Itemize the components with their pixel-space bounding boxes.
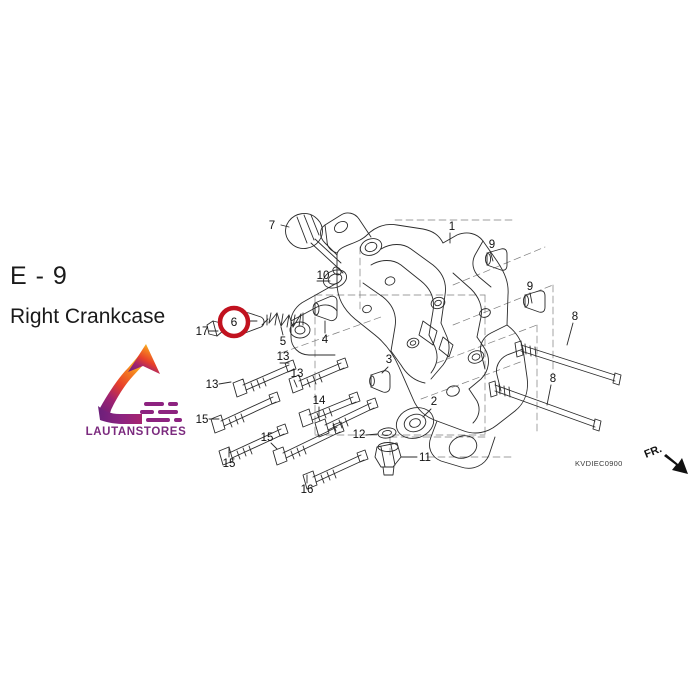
- callout-9b: 9: [527, 281, 533, 293]
- callout-17: 17: [196, 326, 209, 338]
- callout-9a: 9: [489, 239, 495, 251]
- callout-10: 10: [317, 270, 330, 282]
- fr-label: FR.: [644, 443, 664, 461]
- callout-8b: 8: [550, 373, 556, 385]
- callout-15c: 15: [261, 432, 274, 444]
- front-direction-marker: FR.: [643, 440, 692, 480]
- part-11-drain-bolt: [374, 442, 402, 476]
- part-14-bolt: [314, 397, 379, 438]
- upward-arrow-logo-icon: [98, 344, 182, 424]
- part-3-collar: [369, 370, 391, 393]
- callout-8a: 8: [572, 311, 578, 323]
- part-10-o-ring: [322, 269, 348, 289]
- brand-logo: LAUTANSTORES: [80, 340, 192, 448]
- part-8-long-bolts: [488, 340, 622, 432]
- drawing-code: KVDIEC0900: [575, 459, 623, 468]
- callout-4: 4: [322, 334, 329, 346]
- parts-diagram-svg: 7 1 9 9 8 8 10 17 6 5 4 3 2 12 11 13 13 …: [196, 212, 622, 495]
- part-16-bolt: [302, 449, 369, 490]
- callout-5: 5: [280, 336, 286, 348]
- callout-1: 1: [449, 221, 455, 233]
- page-title: Right Crankcase: [10, 305, 166, 328]
- part-7-dipstick: [285, 213, 344, 276]
- parts-diagram: 7 1 9 9 8 8 10 17 6 5 4 3 2 12 11 13 13 …: [185, 185, 685, 495]
- fr-arrow-glyph: [664, 454, 688, 474]
- part-9-dowel-pins: [484, 248, 546, 313]
- callout-14: 14: [313, 395, 326, 407]
- part-5-spring: [266, 312, 304, 328]
- callout-3: 3: [386, 354, 392, 366]
- callout-12: 12: [353, 429, 366, 441]
- callout-15b: 15: [223, 458, 236, 470]
- leader-lines: [208, 224, 574, 484]
- highlight-ring-part-6: [217, 305, 251, 339]
- callout-6-highlighted: 6: [231, 315, 238, 329]
- callout-7: 7: [269, 220, 275, 232]
- callout-13a: 13: [206, 379, 219, 391]
- speed-lines-icon: [140, 402, 182, 422]
- callout-13b: 13: [277, 351, 290, 363]
- callout-13c: 13: [291, 368, 304, 380]
- callout-11: 11: [419, 452, 431, 464]
- front-direction-arrow-icon: FR.: [643, 443, 688, 474]
- part-4-collar: [312, 295, 338, 322]
- section-code: E - 9: [10, 262, 68, 290]
- callout-numbers: 7 1 9 9 8 8 10 17 6 5 4 3 2 12 11 13 13 …: [196, 220, 579, 495]
- callout-15a: 15: [196, 414, 209, 426]
- projection-lines: [280, 219, 554, 458]
- callout-2: 2: [431, 396, 437, 408]
- part-15-bolts: [210, 391, 345, 466]
- brand-wordmark: LAUTANSTORES: [85, 426, 187, 438]
- part-2-bearing: [395, 407, 435, 439]
- callout-16: 16: [301, 484, 314, 495]
- part-13-bolts: [232, 357, 361, 428]
